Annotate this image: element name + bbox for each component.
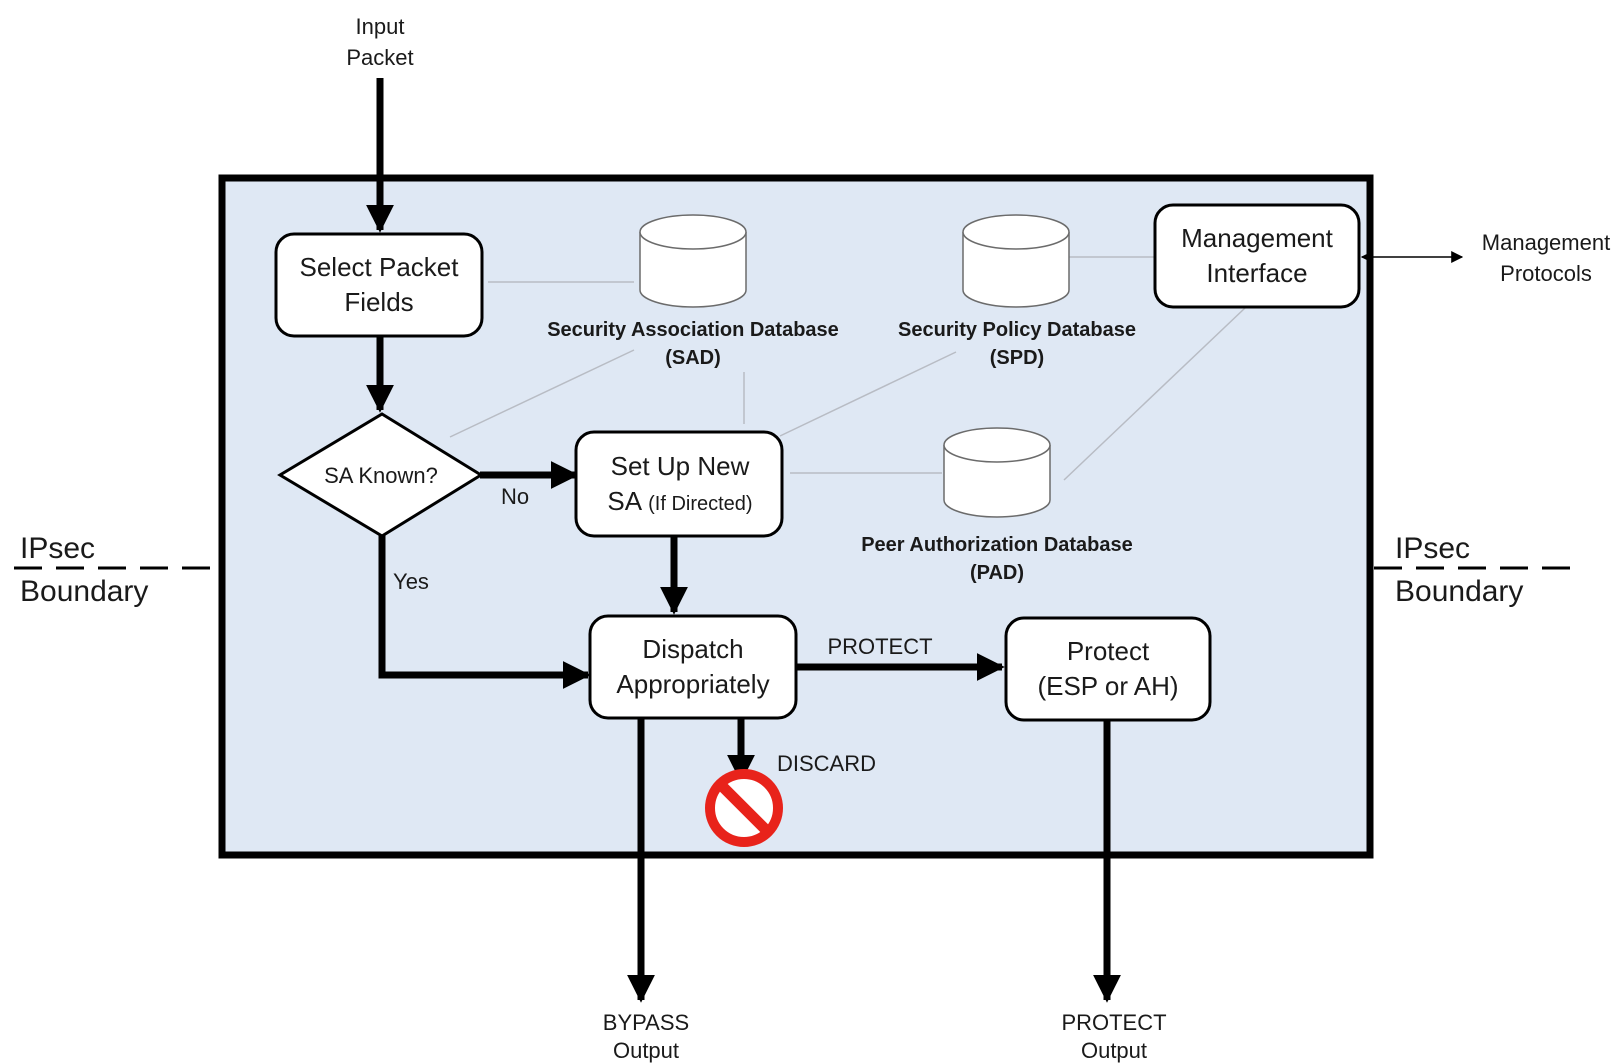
spd-label-line1: Security Policy Database: [898, 319, 1136, 341]
node-protect: Protect (ESP or AH): [1004, 616, 1212, 722]
pad-label-line1: Peer Authorization Database: [861, 534, 1133, 556]
right-boundary-line2: Boundary: [1395, 575, 1523, 608]
protect-output-line2: Output: [1081, 1038, 1147, 1063]
association-lines: [449, 256, 1246, 481]
bypass-output-line1: BYPASS: [603, 1010, 689, 1035]
node-setup-new-sa: Set Up New SA(If Directed): [574, 430, 784, 538]
flow-arrows: [366, 78, 1121, 1003]
edge-label-yes: Yes: [393, 569, 429, 594]
right-boundary-line1: IPsec: [1395, 532, 1470, 565]
sad-label-line2: (SAD): [665, 347, 721, 369]
node-dispatch-appropriately: Dispatch Appropriately: [588, 614, 798, 720]
dispatch-line1: Dispatch: [642, 634, 743, 664]
input-label-line2: Packet: [346, 45, 413, 70]
mgmt-protocols-line2: Protocols: [1500, 261, 1592, 286]
bypass-output-line2: Output: [613, 1038, 679, 1063]
select-fields-line1: Select Packet: [300, 252, 460, 282]
select-fields-line2: Fields: [344, 287, 413, 317]
pad-label-line2: (PAD): [970, 562, 1024, 584]
arrow-yes-to-dispatch: [378, 532, 591, 689]
node-select-packet-fields: Select Packet Fields: [274, 232, 484, 338]
input-label-line1: Input: [356, 14, 405, 39]
database-cylinder-icon: [962, 214, 1070, 308]
edge-label-discard: DISCARD: [777, 751, 876, 776]
spd-label-line2: (SPD): [990, 347, 1044, 369]
protect-line2: (ESP or AH): [1037, 671, 1178, 701]
protect-line1: Protect: [1067, 636, 1150, 666]
mgmt-interface-line1: Management: [1181, 223, 1334, 253]
left-boundary-line2: Boundary: [20, 575, 148, 608]
no-entry-icon: [705, 769, 783, 847]
protect-output-line1: PROTECT: [1061, 1010, 1166, 1035]
edge-label-no: No: [501, 484, 529, 509]
sa-known-label: SA Known?: [324, 463, 438, 488]
dispatch-line2: Appropriately: [616, 669, 769, 699]
left-boundary-line1: IPsec: [20, 532, 95, 565]
node-management-interface: Management Interface: [1153, 203, 1361, 309]
database-cylinder-icon: [639, 214, 747, 308]
database-cylinder-icon: [943, 427, 1051, 518]
node-sa-known-decision: SA Known?: [277, 412, 484, 538]
sad-label-line1: Security Association Database: [547, 319, 839, 341]
mgmt-protocols-line1: Management: [1482, 230, 1610, 255]
setup-sa-line1: Set Up New: [611, 451, 750, 481]
edge-label-protect: PROTECT: [827, 634, 932, 659]
setup-sa-line2: SA(If Directed): [607, 486, 752, 516]
mgmt-interface-line2: Interface: [1206, 258, 1307, 288]
